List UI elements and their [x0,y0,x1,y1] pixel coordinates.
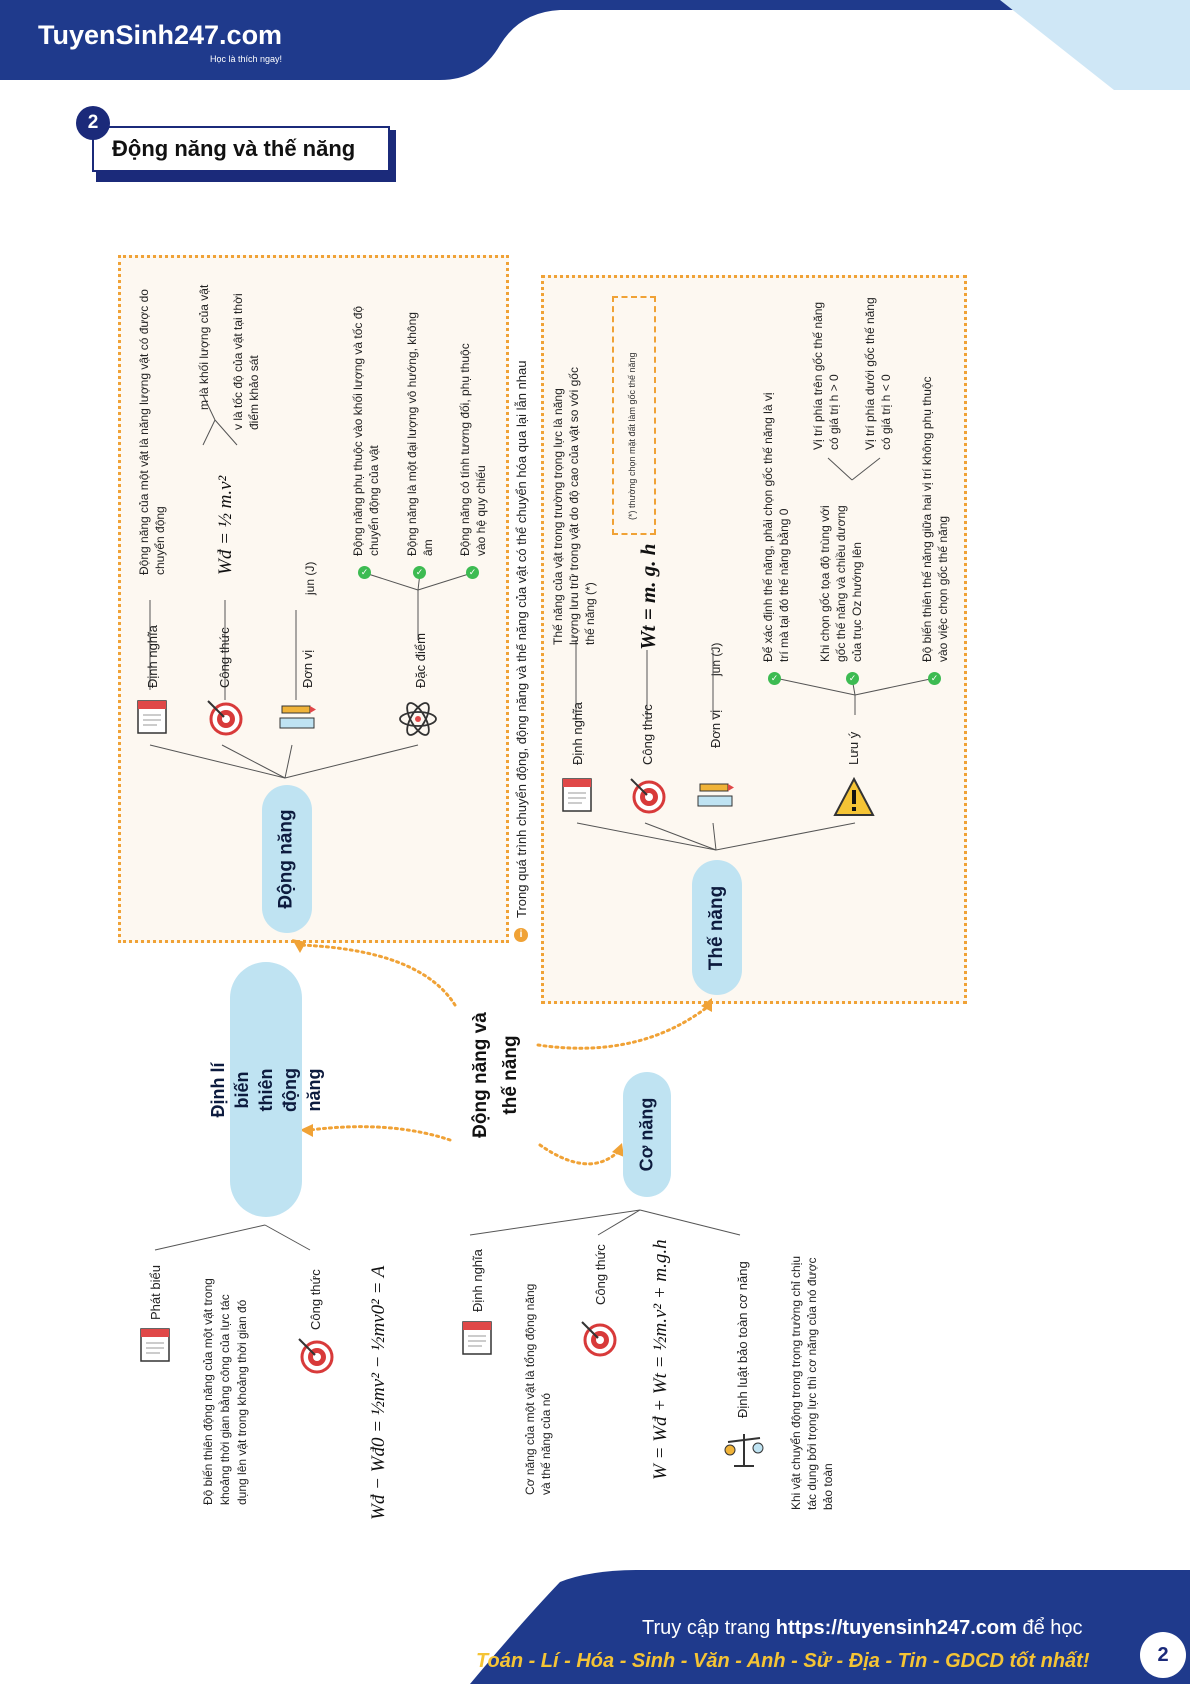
co-nang-formula-label: Công thức [593,1244,608,1305]
document-icon [562,778,592,812]
dinh-li-stmt-label: Phát biểu [148,1265,163,1320]
ruler-pencil-icon [697,783,734,807]
co-nang-title: Cơ năng [636,1097,657,1172]
the-nang-above: Vị trí phía trên gốc thế năng có giá trị… [811,301,841,450]
co-nang-def-text: Cơ năng của một vật là tổng động năng và… [523,1283,553,1495]
document-icon [140,1328,170,1362]
section-number: 2 [76,106,110,140]
dong-nang-formula-label: Công thức [217,627,232,688]
dinh-li-formula-label: Công thức [308,1269,323,1330]
logo[interactable]: TuyenSinh247.com [38,20,282,51]
dong-nang-feat-2: Động năng là một đại lượng vô hướng, khô… [405,312,435,556]
logo-slogan: Học là thích ngay! [210,54,283,64]
co-nang-law-label: Định luật bảo toàn cơ năng [735,1261,750,1418]
the-nang-footnote: (*) thường chọn mặt đất làm gốc thế năng [627,352,637,520]
feat-check-3: ✓ [466,562,479,580]
co-nang-law-text: Khi vật chuyển động trong trọng trường c… [789,1255,835,1510]
dong-nang-m-text: m là khối lượng của vật [197,284,211,410]
atom-icon [399,702,437,736]
footer-visit: Truy cập trang https://tuyensinh247.com … [642,1617,1083,1640]
dong-nang-unit: jun (J) [303,561,317,595]
page-number: 2 [1140,1632,1186,1678]
the-nang-below: Vị trí phía dưới gốc thế năng có giá trị… [863,297,893,450]
warning-icon [833,776,875,816]
ruler-pencil-icon [279,705,316,729]
dinh-li-stmt-text: Độ biến thiên động năng của một vật tron… [201,1278,249,1505]
the-nang-note-2: Khi chọn gốc tọa độ trùng với gốc thế nă… [818,505,864,662]
dong-nang-def-label: Định nghĩa [145,625,160,688]
dong-nang-box [118,255,509,943]
co-nang-def-label: Định nghĩa [470,1249,485,1312]
dinh-li-formula: Wđ − Wđ0 = ½mv² − ½mv0² = A [368,1265,389,1520]
the-nang-title: Thế năng [706,885,728,970]
dinh-li-title: Định lí biến thiên động năng [208,1062,324,1117]
the-nang-pill[interactable]: Thế năng [692,860,742,995]
the-nang-note-label: Lưu ý [846,731,861,765]
co-nang-pill[interactable]: Cơ năng [623,1072,671,1197]
dong-nang-formula: Wđ = ½ m.v² [215,475,236,575]
the-nang-def-label: Định nghĩa [570,702,585,765]
document-icon [137,700,167,734]
dong-nang-feat-label: Đặc điểm [413,633,428,688]
the-nang-formula: Wt = m. g. h [636,543,660,651]
balance-scale-icon [724,1434,764,1467]
feat-check-1: ✓ [358,562,371,580]
footer-url[interactable]: https://tuyensinh247.com [775,1617,1017,1639]
center-title: Động năng và thế năng [470,1012,521,1138]
note-check-1: ✓ [768,668,781,686]
footnote-box [612,296,656,535]
the-nang-note-1: Để xác định thế năng, phải chọn gốc thế … [761,392,791,662]
footer-suffix: để học [1022,1617,1083,1639]
dinh-li-pill[interactable]: Định lí biến thiên động năng [208,962,324,1217]
dong-nang-title: Động năng [276,809,298,909]
target-icon [630,778,666,814]
dong-nang-feat-3: Động năng có tính tương đối, phụ thuộc v… [458,343,488,556]
section-title-inner: Động năng và thế năng [92,126,390,172]
document-icon [462,1321,492,1355]
the-nang-formula-label: Công thức [640,704,655,765]
dong-nang-v-text: v là tốc độ của vật tại thời điểm khảo s… [231,293,261,430]
note-check-3: ✓ [928,668,941,686]
section-title: Động năng và thế năng [112,136,356,161]
the-nang-unit-label: Đơn vị [708,709,723,748]
target-icon [207,700,243,736]
footer-subjects: Toán - Lí - Hóa - Sinh - Văn - Anh - Sử … [476,1650,1090,1672]
the-nang-unit: jun (J) [709,642,723,676]
dong-nang-pill[interactable]: Động năng [262,785,312,933]
dong-nang-unit-label: Đơn vị [300,649,315,688]
note-check-2: ✓ [846,668,859,686]
co-nang-formula: W = Wđ + Wt = ½m.v² + m.g.h [650,1239,671,1480]
the-nang-note-3: Độ biến thiên thế năng giữa hai vị trí k… [920,376,950,662]
target-icon [298,1338,334,1374]
info-icon: i [514,928,528,942]
the-nang-def-text: Thế năng của vật trong trường trọng lực … [551,367,597,645]
logo-text: TuyenSinh247.com [38,20,283,50]
feat-check-2: ✓ [413,562,426,580]
dong-nang-feat-1: Động năng phụ thuộc vào khối lượng và tố… [351,305,381,556]
conversion-note: Trong quá trình chuyển động, động năng v… [514,360,529,919]
dong-nang-def-text: Động năng của một vật là năng lượng vật … [137,289,167,575]
footer-prefix: Truy cập trang [642,1617,771,1639]
target-icon [581,1321,617,1357]
header-banner [0,0,1190,90]
footer-banner [470,1570,1190,1684]
